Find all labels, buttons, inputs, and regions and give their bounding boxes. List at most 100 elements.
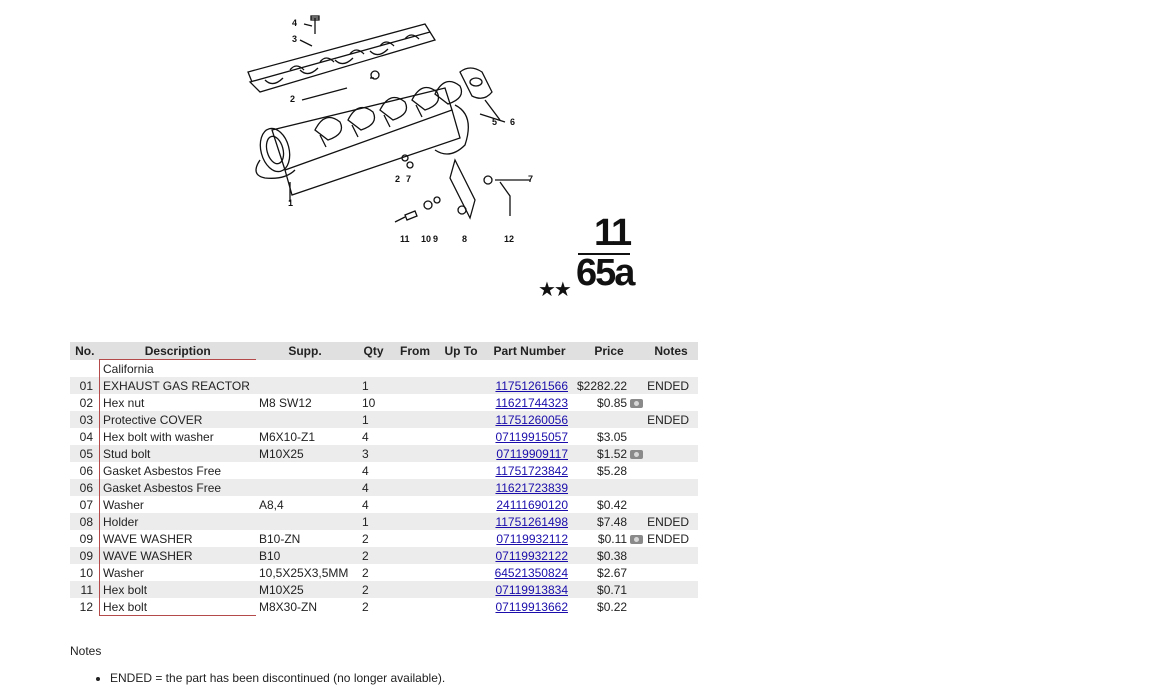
callout-2b: 2 [395, 174, 400, 184]
part-number-link[interactable]: 11751723842 [495, 463, 568, 478]
row-notes: ENDED [647, 531, 690, 546]
row-notes: ENDED [644, 513, 699, 530]
row-description: Hex bolt with washer [99, 428, 256, 445]
row-description: Protective COVER [99, 411, 256, 428]
callout-7: 7 [406, 174, 411, 184]
row-price: $2282.22 [574, 377, 631, 394]
row-part-number: 07119913662 [485, 598, 574, 616]
callout-11: 11 [400, 234, 410, 244]
row-from [393, 564, 437, 581]
header-no: No. [70, 342, 100, 360]
row-notes [644, 394, 698, 411]
part-number-link[interactable]: 07119915057 [495, 429, 568, 444]
row-supplement: M8X30-ZN [259, 599, 318, 614]
row-number: 06 [79, 463, 93, 478]
row-part-number: 07119915057 [485, 428, 574, 445]
row-notes: ENDED [644, 377, 699, 394]
part-number-link[interactable]: 11751261498 [495, 514, 568, 529]
camera-icon[interactable] [630, 534, 644, 544]
row-number: 12 [79, 599, 93, 614]
part-number-link[interactable]: 11751261566 [495, 378, 568, 393]
row-price: $0.38 [574, 547, 631, 564]
row-from [393, 377, 437, 394]
row-number: 11 [70, 581, 100, 598]
star-icon: ★★ [538, 277, 572, 301]
row-part-number: 11621744323 [485, 394, 574, 411]
part-number-link[interactable]: 64521350824 [494, 565, 568, 580]
row-supplement: 10,5X25X3,5MM [259, 565, 349, 580]
part-number-link[interactable]: 07119913662 [495, 599, 568, 614]
row-description: WAVE WASHER [99, 547, 256, 564]
row-supplement: M10X25 [256, 581, 354, 598]
parts-table: No. Description Supp. Qty From Up To Par… [70, 342, 699, 616]
row-icon [630, 377, 645, 394]
row-description: Gasket Asbestos Free [99, 479, 256, 496]
row-description: WAVE WASHER [99, 530, 256, 547]
callout-12: 12 [504, 234, 514, 244]
row-from [393, 411, 437, 428]
parts-diagram: 4 3 2 5 6 2 7 7 8 9 10 11 12 1 [247, 15, 533, 244]
row-price: $0.42 [597, 497, 628, 512]
row-part-number: 07119909117 [485, 445, 574, 462]
notes-title: Notes [70, 644, 102, 658]
row-notes [644, 564, 698, 581]
row-quantity: 4 [362, 497, 369, 512]
row-part-number: 24111690120 [485, 496, 574, 513]
row-part-number: 11751723842 [485, 462, 574, 479]
row-quantity: 4 [354, 479, 393, 496]
row-supplement [256, 411, 354, 428]
part-number-link[interactable]: 24111690120 [496, 497, 568, 512]
row-price: $0.22 [597, 599, 628, 614]
row-description: Stud bolt [99, 445, 256, 462]
row-up-to [437, 530, 485, 547]
part-number-link[interactable]: 07119913834 [495, 582, 568, 597]
group-ref-bottom: 65a [576, 252, 635, 294]
row-supplement: B10-ZN [259, 531, 301, 546]
part-number-link[interactable]: 07119932112 [496, 531, 568, 546]
row-part-number: 07119913834 [485, 581, 574, 598]
row-icon [630, 547, 645, 564]
header-part-number: Part Number [485, 342, 574, 360]
row-quantity: 2 [362, 531, 369, 546]
part-number-link[interactable]: 11751260056 [495, 412, 568, 427]
part-number-link[interactable]: 07119932122 [495, 548, 568, 563]
row-notes [644, 445, 699, 462]
group-ref-divider [578, 253, 630, 255]
section-row: California [70, 359, 698, 377]
part-number-link[interactable]: 11621723839 [495, 480, 568, 495]
row-description: Washer [99, 496, 256, 513]
row-price: $2.67 [597, 565, 628, 580]
row-up-to [437, 462, 485, 479]
header-from: From [393, 342, 437, 360]
row-price: $5.28 [597, 463, 628, 478]
camera-icon[interactable] [630, 449, 644, 459]
row-from [393, 581, 437, 598]
row-quantity: 4 [362, 429, 369, 444]
row-description: Hex bolt [99, 581, 256, 598]
part-number-link[interactable]: 11621744323 [495, 395, 568, 410]
row-number: 06 [70, 479, 100, 496]
row-number: 07 [79, 497, 93, 512]
row-price: $0.85 [597, 395, 628, 410]
part-number-link[interactable]: 07119909117 [496, 446, 568, 461]
callout-7b: 7 [528, 174, 533, 184]
row-number: 04 [79, 429, 93, 444]
row-quantity: 10 [362, 395, 376, 410]
row-up-to [437, 377, 485, 394]
camera-icon[interactable] [630, 398, 644, 408]
row-description: Holder [99, 513, 256, 530]
row-supplement: M8 SW12 [259, 395, 312, 410]
callout-3: 3 [292, 34, 297, 44]
row-price: $3.05 [597, 429, 628, 444]
header-up-to: Up To [437, 342, 485, 360]
row-quantity: 3 [354, 445, 393, 462]
row-from [393, 445, 437, 462]
table-header-row: No. Description Supp. Qty From Up To Par… [70, 342, 699, 360]
